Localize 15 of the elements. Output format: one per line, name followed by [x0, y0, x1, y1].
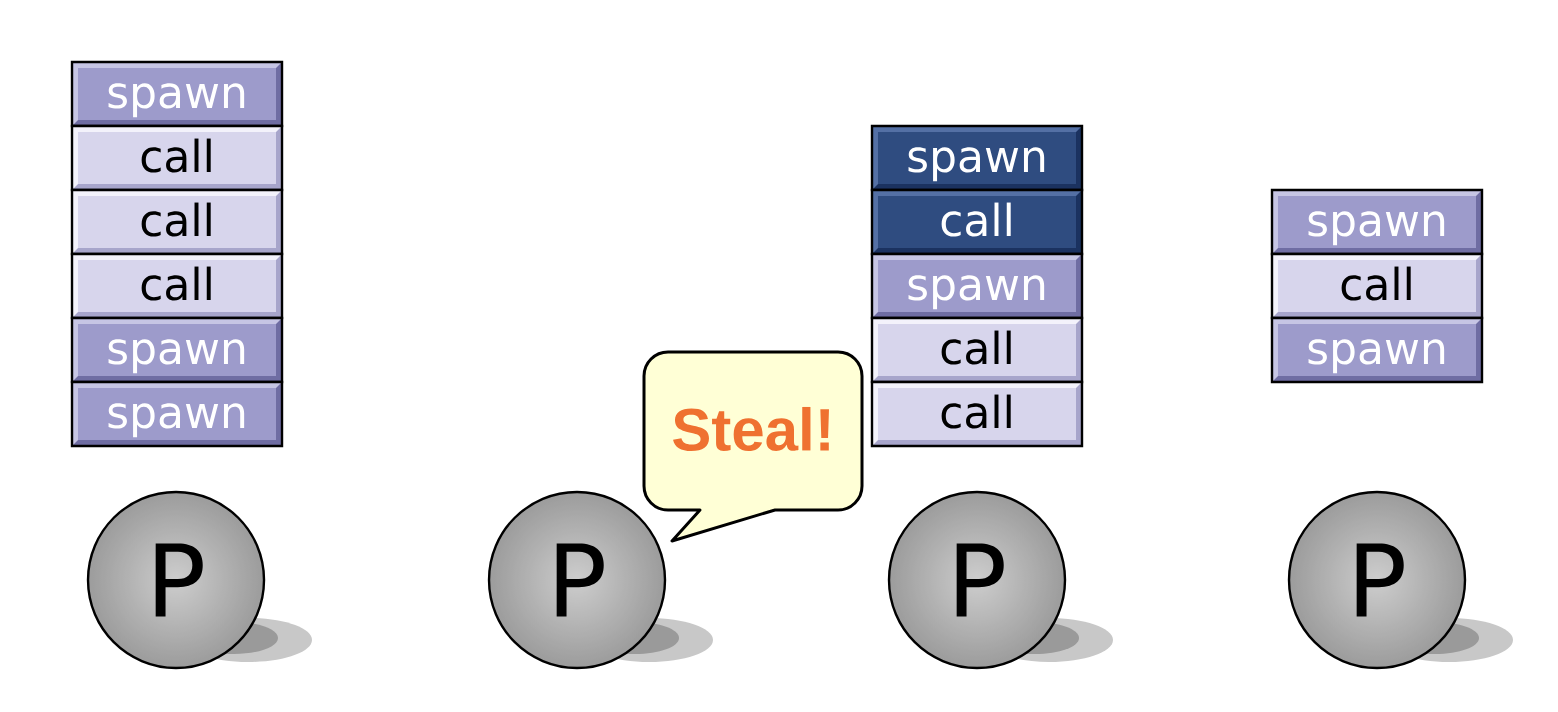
stack-frame: call: [70, 252, 284, 320]
stack-frame: call: [870, 188, 1084, 256]
stack-frame: spawn: [70, 380, 284, 448]
stack-frame: call: [70, 188, 284, 256]
stack-frame: call: [870, 380, 1084, 448]
stack-frame: call: [70, 124, 284, 192]
stack-frame: spawn: [70, 316, 284, 384]
stack-frame: spawn: [1270, 316, 1484, 384]
speech-bubble: Steal!: [642, 350, 864, 543]
stack-frame: call: [1270, 252, 1484, 320]
stack-frame: spawn: [1270, 188, 1484, 256]
stack-frame: spawn: [870, 124, 1084, 192]
stack-frame: spawn: [870, 252, 1084, 320]
stack-frame: call: [870, 316, 1084, 384]
stack-frame: spawn: [70, 60, 284, 128]
